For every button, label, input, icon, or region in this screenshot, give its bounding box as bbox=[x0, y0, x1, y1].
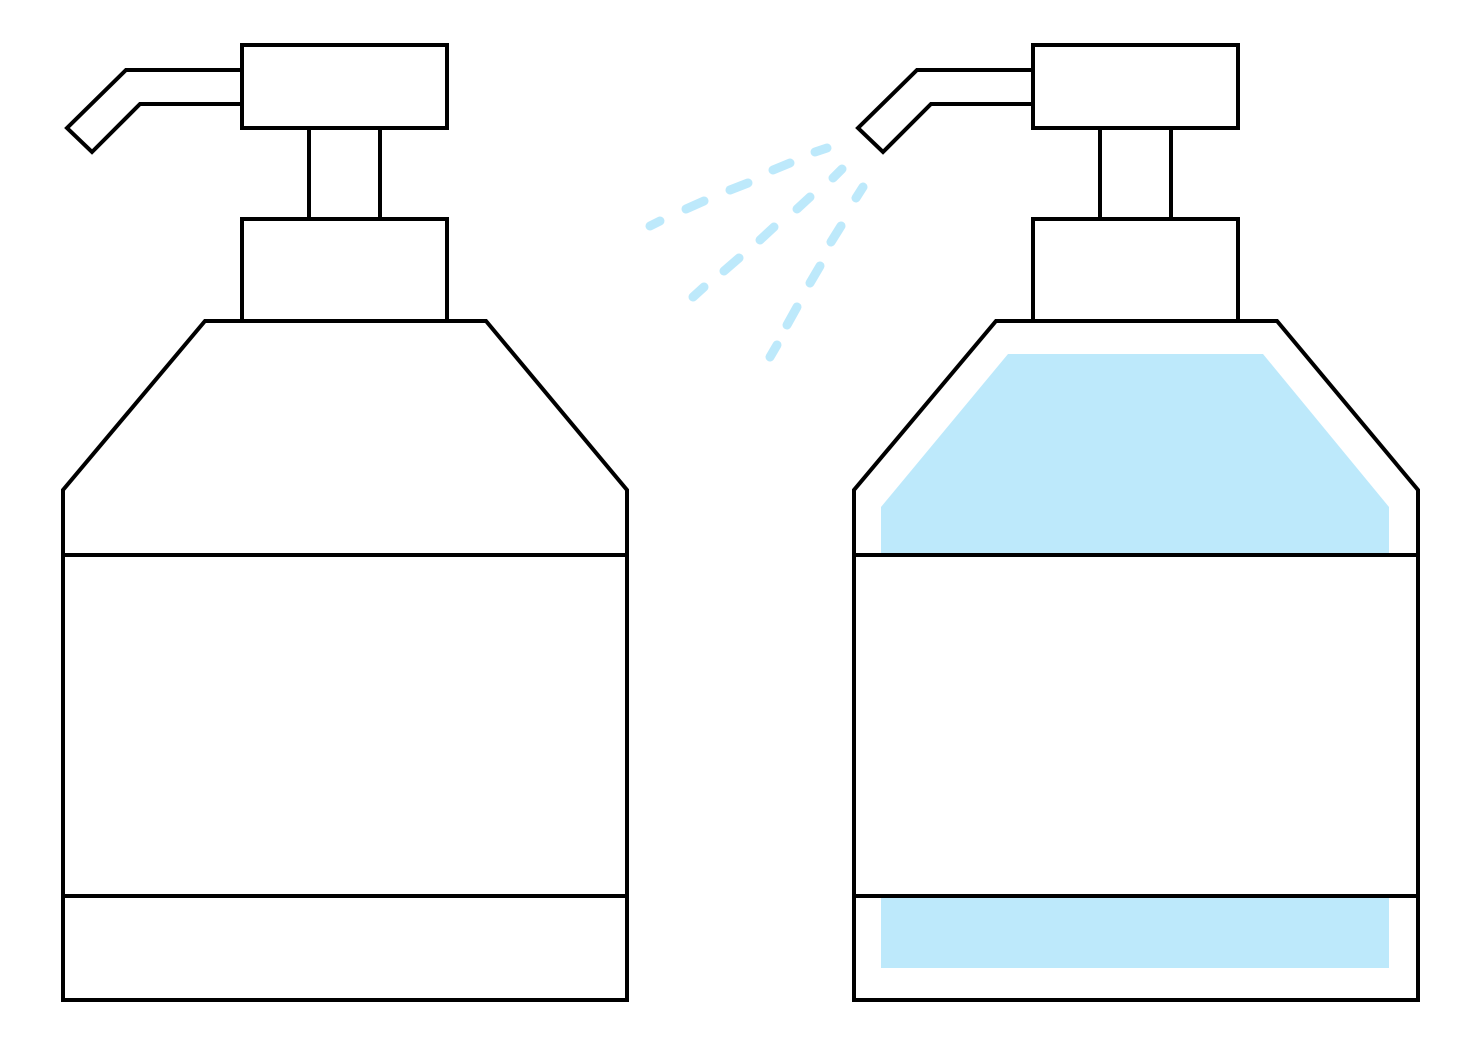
filled-pump-bottle bbox=[852, 43, 1420, 1002]
spray-droplet bbox=[725, 178, 753, 195]
spray-droplet bbox=[768, 158, 795, 175]
spray-droplet bbox=[765, 340, 782, 362]
pump-stem bbox=[1098, 126, 1173, 221]
spray-droplet bbox=[782, 302, 802, 330]
pump-nozzle bbox=[64, 43, 449, 155]
spray-droplet bbox=[755, 222, 779, 245]
pump-head bbox=[240, 43, 449, 130]
spray-droplet bbox=[805, 261, 825, 288]
spray-droplet bbox=[688, 282, 709, 302]
spray-droplet bbox=[645, 216, 665, 231]
spray-droplet bbox=[851, 182, 868, 203]
spray-mist bbox=[645, 143, 868, 362]
spray-droplet bbox=[681, 196, 709, 214]
nozzle-spout bbox=[855, 68, 1035, 155]
pump-head bbox=[1031, 43, 1240, 130]
spray-droplet bbox=[826, 221, 846, 247]
bottle-cap bbox=[1031, 217, 1240, 323]
liquid-lower bbox=[881, 898, 1389, 968]
pump-stem bbox=[307, 126, 382, 221]
empty-pump-bottle bbox=[61, 43, 629, 1002]
pump-nozzle bbox=[855, 43, 1240, 155]
spray-droplet bbox=[828, 164, 847, 183]
spray-droplet bbox=[792, 192, 815, 214]
spray-droplet bbox=[810, 143, 832, 157]
liquid-upper bbox=[881, 354, 1389, 553]
nozzle-spout bbox=[64, 68, 244, 155]
spray-droplet bbox=[719, 253, 744, 276]
bottle-cap bbox=[240, 217, 449, 323]
bottle-body bbox=[61, 319, 629, 1002]
